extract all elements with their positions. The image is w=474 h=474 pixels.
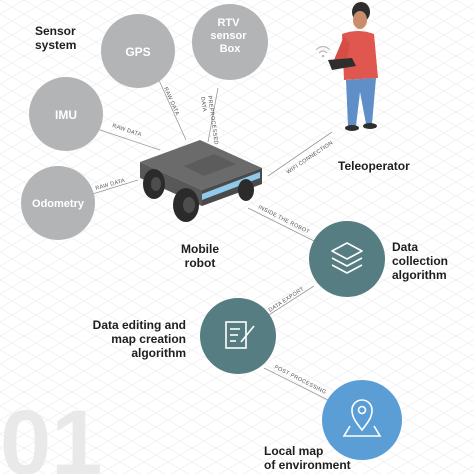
gps-circle — [101, 14, 175, 88]
sensor-system-title: Sensor system — [35, 24, 77, 53]
line-odometry-robot — [85, 179, 139, 197]
data-collection-line1: Data — [392, 240, 419, 254]
mobile-robot-line2: robot — [184, 255, 216, 270]
line-imu-robot — [93, 127, 161, 151]
map-pin-icon — [342, 399, 382, 437]
line-rtv-robot — [207, 87, 219, 143]
gps-label: GPS — [125, 45, 150, 59]
data-editing-line2: map creation — [111, 331, 186, 346]
rtv-label: RTV sensor Box — [210, 17, 249, 55]
line-post — [263, 367, 337, 405]
connector-lines — [85, 77, 337, 405]
local-map-label: Local map of environment — [264, 444, 351, 473]
odometry-label: Odometry — [32, 198, 85, 210]
sensor-system-line2: system — [35, 37, 77, 52]
odometry-circle — [21, 166, 95, 240]
imu-circle — [29, 77, 103, 151]
mobile-robot-label: Mobile robot — [168, 242, 232, 271]
local-map-circle — [322, 380, 402, 460]
layers-icon — [331, 242, 363, 274]
wifi-icon — [315, 45, 331, 54]
data-editing-line1: Data editing and — [92, 318, 186, 332]
local-map-line2: of environment — [264, 457, 351, 472]
line-inside — [247, 207, 321, 245]
line-wifi — [267, 131, 333, 177]
data-editing-label: Data editing and map creation algorithm — [76, 318, 186, 360]
step-number: 01 — [0, 392, 102, 474]
teleoperator-illustration — [315, 2, 378, 131]
data-collection-line3: algorithm — [392, 267, 447, 282]
data-collection-line2: collection — [392, 253, 449, 268]
rtv-circle — [192, 4, 268, 80]
mobile-robot-illustration — [140, 140, 262, 222]
local-map-line1: Local map — [264, 444, 324, 458]
data-editing-line3: algorithm — [131, 345, 186, 360]
data-editing-circle — [200, 298, 276, 374]
teleoperator-label: Teleoperator — [338, 159, 410, 173]
document-edit-icon — [225, 321, 255, 349]
line-export — [263, 285, 315, 319]
line-gps-robot — [157, 77, 187, 141]
imu-label: IMU — [55, 108, 77, 122]
mobile-robot-line1: Mobile — [181, 242, 219, 256]
sensor-system-line1: Sensor — [35, 24, 76, 38]
data-collection-label: Data collection algorithm — [392, 240, 449, 282]
